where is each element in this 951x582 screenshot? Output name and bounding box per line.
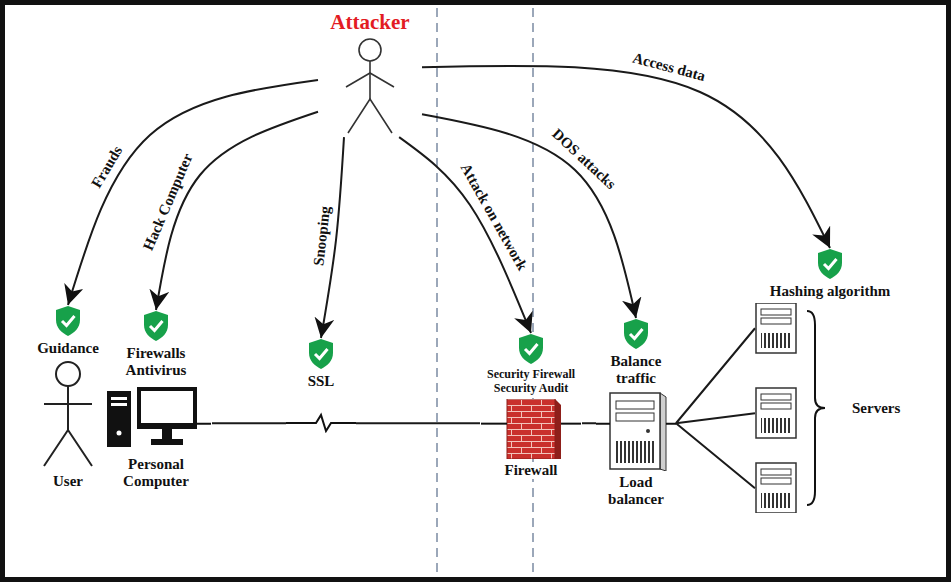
node-group: Hashing algorithm	[755, 248, 905, 300]
node-text: Personal Computer	[100, 456, 212, 491]
node-text: Security Firewall Security Audit	[480, 368, 582, 396]
network-wire	[582, 422, 596, 424]
network-wire	[212, 422, 286, 424]
shield-icon	[816, 248, 844, 280]
brace	[807, 311, 825, 505]
network-wire	[356, 422, 480, 424]
edge-label: DOS attacks	[547, 124, 620, 194]
attack-arrow	[422, 66, 830, 248]
node-text: Hashing algorithm	[768, 283, 892, 300]
attack-arrow	[68, 80, 318, 305]
node-text: Load balancer	[596, 474, 676, 509]
attacker-figure: Attacker	[318, 10, 422, 137]
node-text: Balance traffic	[596, 353, 676, 388]
ssl-link	[286, 393, 356, 433]
edge-label: Frauds	[87, 141, 127, 192]
node-group: Servers	[755, 303, 902, 513]
node-text: Servers	[850, 400, 902, 417]
node-text: Attacker	[328, 10, 411, 34]
zone-divider	[532, 8, 534, 574]
node-text: User	[51, 473, 85, 490]
firewall-node: Security Firewall Security Audit Firewal…	[480, 333, 582, 479]
load-balancer-icon	[596, 391, 676, 471]
attack-arrow	[399, 137, 531, 333]
attacker-figure	[340, 37, 400, 137]
server-stack	[755, 303, 840, 513]
node-text: Firewall	[502, 462, 559, 479]
ssl-node: SSL	[286, 338, 356, 433]
firewall-wall	[481, 399, 581, 459]
attack-arrow	[156, 112, 318, 310]
shield-icon	[142, 310, 170, 342]
network-wire	[676, 328, 755, 488]
shield-icon	[54, 305, 82, 337]
servers-node: Hashing algorithm Servers	[755, 248, 945, 513]
zone-divider	[436, 8, 438, 574]
node-text: Guidance	[35, 340, 101, 357]
shield-icon	[622, 318, 650, 350]
shield-icon	[517, 333, 545, 365]
edge-label: Hack Computer	[139, 149, 197, 255]
node-text: Firewalls Antivirus	[100, 345, 212, 380]
shield-icon	[307, 338, 335, 370]
node-text: SSL	[306, 373, 337, 390]
frame	[3, 3, 949, 580]
user-figure	[38, 360, 98, 470]
edge-label: Access data	[629, 49, 709, 85]
load-balancer-node: Balance traffic Load balancer	[596, 318, 676, 508]
attack-arrow	[422, 114, 636, 318]
edge-label: Attack on network	[456, 159, 531, 275]
edge-label: Snooping	[311, 204, 335, 269]
computer-icon	[101, 383, 211, 453]
computer-node: Firewalls Antivirus Personal Computer	[100, 310, 212, 490]
